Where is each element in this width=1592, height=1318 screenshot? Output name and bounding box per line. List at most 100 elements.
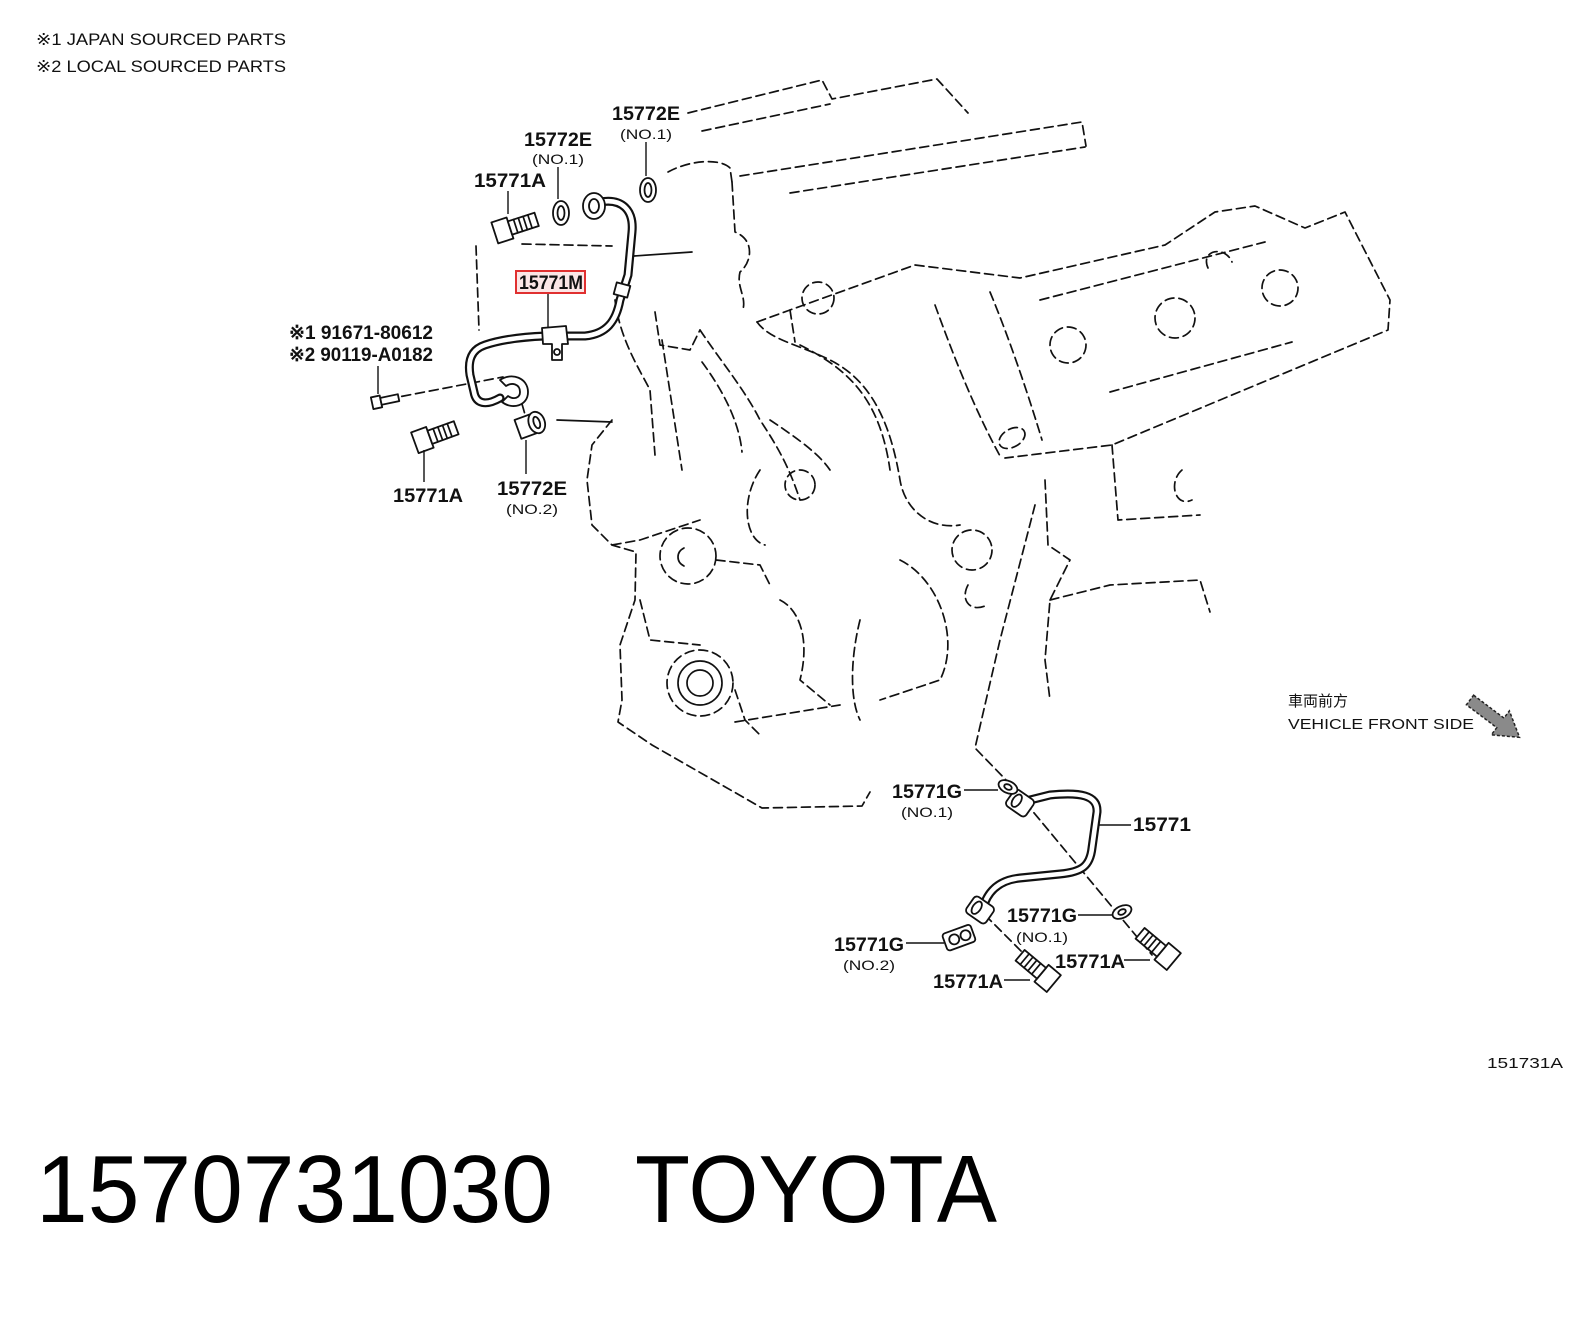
block-left-outline (586, 419, 871, 809)
intake-runner-2 (799, 344, 891, 471)
front-direction-jp: 車両前方 (1288, 693, 1348, 710)
callout-gasket-lower-left-qualifier: (NO.1) (901, 804, 953, 820)
block-right-edge (1111, 444, 1201, 521)
washer-upper-right-inner (643, 182, 653, 198)
block-right-outline (1044, 479, 1071, 701)
timing-cover-lower (639, 599, 701, 646)
pipe-clip (612, 281, 632, 299)
intake-runner-1 (756, 321, 961, 527)
callout-gasket-no2: 15771G (834, 935, 904, 956)
union-fitting (513, 410, 547, 440)
gasket-no2 (941, 924, 977, 952)
callout-bolt-left: 15771A (393, 486, 463, 507)
engine-outline (475, 78, 1391, 809)
bolt-left-shank (426, 420, 460, 445)
block-mid-4 (746, 469, 766, 546)
callout-gasket-lower-right-qualifier: (NO.1) (1016, 929, 1068, 945)
gasket-no2-hole-1 (948, 933, 961, 946)
block-boss-2 (951, 529, 993, 571)
front-head-rib (1039, 241, 1266, 301)
rear-head-inner (521, 243, 613, 247)
block-mid-3 (851, 619, 861, 721)
union-fitting-bore (532, 415, 542, 430)
part-number-title: 1570731030 (36, 1136, 553, 1243)
front-direction-arrow-icon (1465, 694, 1521, 739)
timing-cover-edge (611, 519, 701, 546)
pipe-clamp (541, 325, 569, 361)
pulley-hub (677, 547, 685, 567)
leader-lines (377, 142, 1150, 981)
intake-runner-7 (614, 299, 656, 456)
note-japan-sourced: ※1 JAPAN SOURCED PARTS (36, 30, 286, 49)
washer-upper-right (639, 177, 657, 203)
assembly-line-upper-union (521, 403, 527, 419)
oil-pan-front (734, 689, 841, 736)
callout-bolt-upper: 15771A (474, 171, 546, 192)
block-mid-2 (879, 559, 949, 701)
pipe-lower-fill (982, 791, 1100, 905)
washer-upper-left-inner (556, 205, 566, 221)
assembly-line-lower-diagonal (1024, 801, 1153, 956)
block-boss-3 (964, 584, 986, 609)
callout-union-qualifier: (NO.2) (506, 501, 558, 517)
block-right-lower (1049, 579, 1211, 613)
pipe-upper-fill (467, 198, 635, 406)
intake-runner-9 (701, 361, 743, 453)
front-head-cover-edge (1109, 341, 1293, 393)
callout-bolt-lower-right: 15771A (1055, 952, 1125, 973)
intake-runner-3 (934, 304, 1001, 457)
water-pump-pulley (659, 527, 717, 585)
bolt-left-thread (432, 422, 453, 443)
brand-title: TOYOTA (635, 1136, 997, 1243)
oil-pipe-upper (464, 192, 637, 408)
intake-runner-6 (769, 419, 831, 471)
rear-head-cover-side (739, 121, 1087, 177)
front-head-cover-outline (756, 205, 1391, 459)
callouts: 15772E (NO.1) 15772E (NO.1) 15771A 15771… (289, 104, 1191, 993)
bolt-upper (490, 211, 540, 245)
pulley-bracket (715, 559, 771, 586)
pipe-lower-outline (980, 789, 1102, 907)
callout-small-bolt-japan: ※1 91671-80612 (289, 323, 433, 344)
callout-washer-upper-right-qualifier: (NO.1) (620, 126, 672, 142)
bolt-lower-right-thread (1139, 930, 1162, 953)
oil-filler-boss (998, 426, 1026, 450)
block-right-boss (1173, 469, 1193, 503)
bolt-lower (1014, 949, 1062, 993)
callout-bolt-lower: 15771A (933, 972, 1003, 993)
bolt-upper-shank (506, 211, 540, 236)
callout-gasket-no2-qualifier: (NO.2) (843, 957, 895, 973)
banjo-lower-bottom (965, 895, 995, 925)
plug-well-3 (1154, 297, 1196, 339)
rear-head-front (667, 160, 733, 183)
rear-head-face (731, 181, 751, 313)
washer-upper-left (552, 200, 570, 226)
small-bolt (369, 393, 401, 411)
rear-head-flange (633, 251, 693, 257)
crank-seal-outer (666, 649, 734, 717)
bolt-lower-right (1134, 927, 1182, 971)
block-mid-1 (779, 599, 831, 706)
callout-washer-upper-right: 15772E (612, 104, 680, 125)
bolt-lower-shank (1014, 949, 1047, 980)
highlight-box (515, 270, 586, 294)
banjo-lower-top-bore (1010, 793, 1023, 808)
bolt-upper-thread (512, 214, 533, 234)
callout-pipe-upper: 15771M (519, 273, 583, 294)
intake-runner-4 (989, 291, 1043, 441)
rear-head-cover-edge (701, 103, 831, 132)
banjo-upper-eye-inner (588, 198, 600, 214)
gasket-no2-hole-2 (959, 929, 972, 942)
assembly-line-upper-bolt (387, 376, 504, 400)
rear-head-cover-lower (789, 146, 1086, 194)
callout-union: 15772E (497, 479, 567, 500)
oil-pipe-lower (965, 788, 1102, 925)
front-head-boss (1205, 250, 1233, 269)
assembly-lines (387, 376, 1153, 976)
bolt-lower-right-shank (1134, 927, 1167, 958)
gasket-lower-right-inner (1117, 908, 1127, 916)
bolt-lower-thread (1019, 952, 1042, 975)
rear-head-cover-top (687, 78, 969, 114)
small-bolt-shank (379, 393, 401, 406)
